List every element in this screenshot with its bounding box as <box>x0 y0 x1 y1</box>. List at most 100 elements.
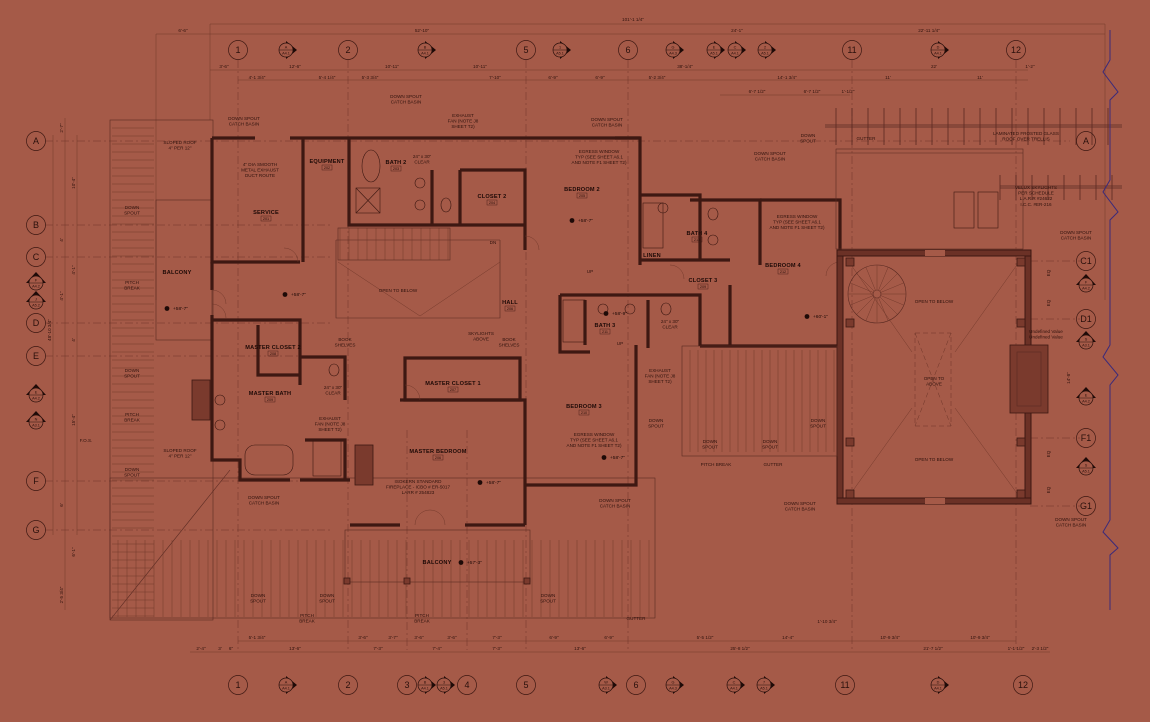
dimension-value: 7'-3" <box>492 646 502 651</box>
annotation-line: DOWN SPOUT <box>784 501 816 506</box>
dimension-value: 3' <box>218 646 222 651</box>
room-name: BEDROOM 2 <box>564 187 600 193</box>
dimension-value: 2'-4" <box>196 646 206 651</box>
annotation-line: CATCH BASIN <box>755 157 786 162</box>
section-id: F <box>35 279 38 283</box>
sheet-ref: A4.1 <box>731 52 739 56</box>
grid-label: G <box>32 525 39 535</box>
section-marker: GA4.3 <box>665 41 684 59</box>
top-dimension-row-1: 6'-6"52'-10"24'-1"22'-11 1/4" <box>178 28 940 33</box>
annotation-line: UP <box>617 341 623 346</box>
annotation: GUTTER <box>764 462 784 467</box>
room-number: 204 <box>489 201 495 205</box>
room-number: 212 <box>780 270 786 274</box>
dimension-value: 5'-5 1/2" <box>697 635 714 640</box>
sheet-ref: A5.1 <box>761 52 769 56</box>
sheet-ref: A4.1 <box>282 52 290 56</box>
trellis <box>825 108 1122 250</box>
section-id: W <box>604 681 608 685</box>
annotation-line: CATCH BASIN <box>1056 523 1087 528</box>
section-id: 2 <box>764 46 766 50</box>
grid-label: D1 <box>1080 314 1092 324</box>
room-name: BALCONY <box>162 270 191 276</box>
open-to-below-area <box>836 249 1049 505</box>
room-name: BALCONY <box>422 560 451 566</box>
room-name: BATH 4 <box>687 231 709 237</box>
grid-label: G1 <box>1080 501 1092 511</box>
section-id: F <box>1085 281 1088 285</box>
annotation-line: ABOVE <box>473 337 489 342</box>
walls <box>210 136 842 527</box>
annotation-line: DOWN <box>801 133 816 138</box>
annotation-line: SPOUT <box>810 424 826 429</box>
room-name: BEDROOM 3 <box>566 404 602 410</box>
room-name: HALL <box>502 300 518 306</box>
room-number: 211 <box>602 330 608 334</box>
room-name: LINEN <box>643 253 661 259</box>
sheet-ref: A3.1 <box>32 424 40 428</box>
dimension-value: 48'-10 3/4" <box>47 319 52 341</box>
grid-label: C1 <box>1080 256 1092 266</box>
grid-bubble-column: 6 <box>626 675 646 695</box>
section-marker: 7A5.1 <box>756 676 775 694</box>
grid-label: 6 <box>633 680 638 690</box>
annotation-line: SPOUT <box>800 139 816 144</box>
section-marker: 3A5.1 <box>436 676 455 694</box>
section-marker: JA5.2 <box>26 291 46 310</box>
dimension-value: 2'-7" <box>59 123 64 133</box>
sheet-ref: A5.1 <box>710 52 718 56</box>
annotation-line: OPEN TO BELOW <box>915 457 954 462</box>
sheet-ref: A5.2 <box>32 304 40 308</box>
elevation-value: +58'-7" <box>486 480 501 486</box>
break-line <box>1102 30 1119 610</box>
dimension-value: 38'-1/4" <box>677 64 693 69</box>
section-id: A <box>285 46 288 50</box>
annotation-line: DOWN <box>125 467 140 472</box>
room-number: 206 <box>507 307 513 311</box>
room-number: 201 <box>263 217 269 221</box>
dimension-value: 11' <box>977 75 983 80</box>
annotation-line: DOWN SPOUT <box>248 495 280 500</box>
annotation-line: DOWN <box>251 593 266 598</box>
annotation-line: BREAK <box>124 286 141 291</box>
room-number: 203 <box>393 167 399 171</box>
grid-bubble-row: D1 <box>1076 309 1096 329</box>
annotation-line: SPOUT <box>762 445 778 450</box>
sheet-ref: A4.2 <box>32 397 40 401</box>
section-marker: FA4.2 <box>26 272 46 291</box>
dimension-value: 22' <box>931 64 937 69</box>
room-number: 209 <box>267 398 273 402</box>
elevation-value: +58'-7" <box>610 455 625 461</box>
annotation-line: OPEN TO BELOW <box>915 299 954 304</box>
grid-bubble-column: 5 <box>516 40 536 60</box>
annotation: GUTTER <box>857 136 877 141</box>
room-name: MASTER BATH <box>249 391 292 397</box>
grid-bubble-row: D <box>26 313 46 333</box>
grid-label: F1 <box>1081 433 1092 443</box>
annotation-line: CATCH BASIN <box>1061 236 1092 241</box>
annotation-line: BOOK <box>338 337 352 342</box>
sheet-ref: A4.1 <box>730 687 738 691</box>
annotation-line: 24" x 30" <box>661 319 680 324</box>
dimension-value: 24'-1" <box>731 28 743 33</box>
annotation-line: SPOUT <box>124 374 140 379</box>
room-name: BEDROOM 4 <box>765 263 801 269</box>
annotation-line: PITCH BREAK <box>701 462 733 467</box>
grid-label: 11 <box>840 680 849 690</box>
annotation-line: BOOK <box>502 337 516 342</box>
grid-bubble-row: A <box>1076 131 1096 151</box>
